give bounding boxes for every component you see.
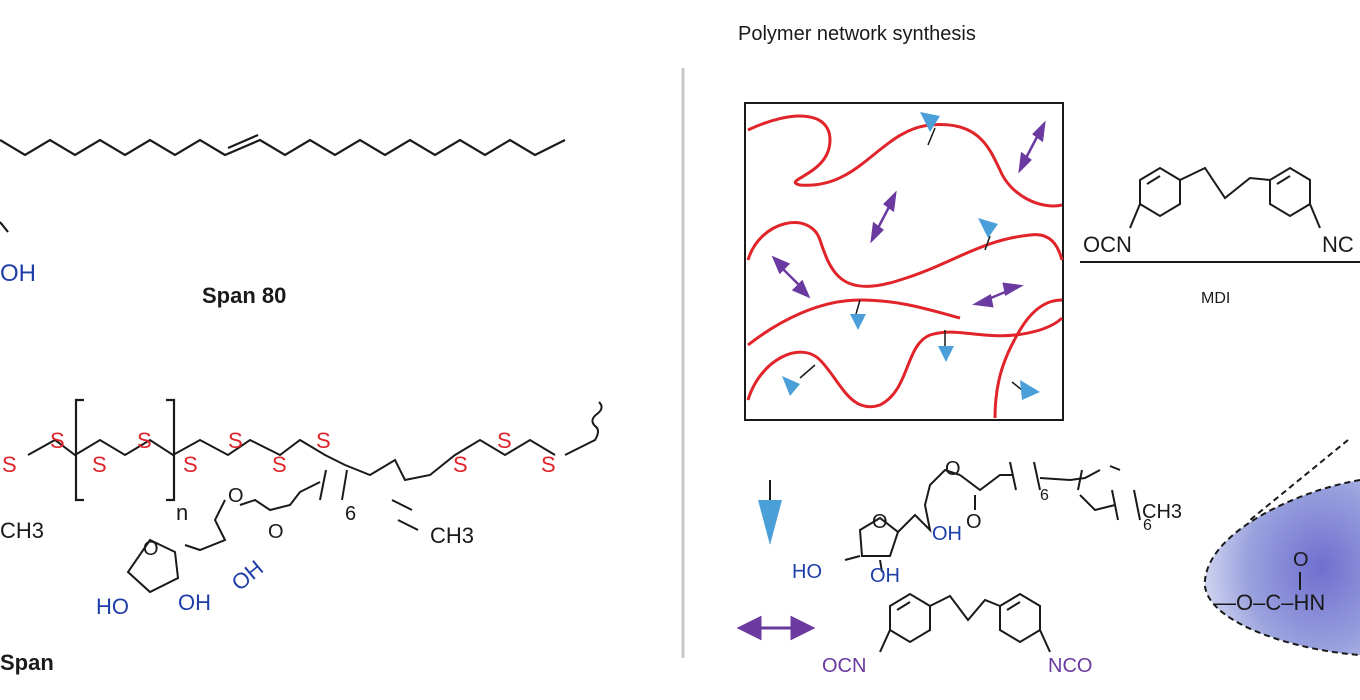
repeat-6-bracket (319, 469, 348, 501)
s-label: S (2, 452, 17, 477)
s-label: S (183, 452, 198, 477)
span-label: Span (0, 650, 54, 675)
wavy-bond-end (564, 401, 603, 456)
legend-subscript-6a: 6 (1040, 487, 1049, 504)
s-label: S (228, 428, 243, 453)
legend-oh-1: OH (932, 523, 962, 545)
legend-carbonyl-o: O (966, 511, 982, 533)
sorbitan-ring (126, 538, 180, 594)
legend-ring-o: O (872, 511, 888, 533)
s-label: S (453, 452, 468, 477)
s-label: S (497, 428, 512, 453)
repeat-7-bracket (391, 499, 419, 531)
s-label: S (137, 428, 152, 453)
polymer-network-box (744, 102, 1064, 421)
urethane-zoom-lines (1249, 439, 1349, 521)
legend-ch3: CH3 (1142, 501, 1182, 523)
mdi-crosslinker-icon (870, 190, 897, 244)
bracket-right (166, 398, 176, 502)
ch3-right-label: CH3 (430, 523, 474, 548)
mdi-label: MDI (1201, 290, 1230, 307)
legend-mdi-icon (736, 615, 816, 641)
legend-span-structure (844, 461, 1141, 573)
legend-ho: HO (792, 561, 822, 583)
mdi-structure (1129, 166, 1321, 229)
urethane-bubble (1203, 479, 1360, 656)
span-crosslinker-icon (920, 112, 940, 146)
subscript-6: 6 (345, 503, 356, 525)
span-crosslinker-icon (850, 299, 866, 330)
ester-o-label: O (228, 485, 244, 507)
page-title: Polymer network synthesis (738, 23, 976, 45)
span-crosslinker-icon (1011, 380, 1040, 400)
ester-carbonyl-o-label: O (268, 521, 284, 543)
oh-label-1: OH (227, 555, 268, 595)
span80-label: Span 80 (202, 283, 286, 308)
s-label: S (272, 452, 287, 477)
mdi-crosslinker-icon (771, 255, 811, 299)
span80-alkyl-chain (0, 138, 566, 157)
oh-label-2: OH (178, 590, 211, 615)
mdi-nco-label: NC (1322, 232, 1354, 257)
legend-ocn-label: OCN (822, 655, 866, 677)
legend-span-icon (758, 480, 782, 545)
legend-mdi-structure (879, 592, 1051, 653)
span-crosslinker-icon (978, 218, 998, 251)
span-crosslinker-icon (938, 330, 954, 362)
bracket-left (74, 398, 84, 502)
ring-o-label: O (143, 538, 159, 560)
legend-subscript-6b: 6 (1143, 517, 1152, 534)
ho-label: HO (96, 594, 129, 619)
mdi-crosslinker-icon (1018, 120, 1046, 174)
ch3-left-label: CH3 (0, 518, 44, 543)
span-crosslinkers (782, 112, 1040, 400)
urethane-carbonyl-o: O (1293, 549, 1309, 571)
polysulfide-backbone (27, 438, 556, 482)
urethane-label: —O–C–HN (1214, 590, 1325, 615)
repeat-n-subscript: n (176, 500, 188, 525)
ester-chain (239, 481, 321, 512)
legend-ester-o: O (945, 458, 961, 480)
span80-stub-bond (0, 221, 9, 233)
mdi-crosslinker-icon (972, 282, 1024, 308)
span80-oh-label: OH (0, 260, 36, 287)
legend-nco-label: NCO (1048, 655, 1092, 677)
span80-double-bond (227, 133, 259, 150)
legend-oh-2: OH (870, 565, 900, 587)
mdi-crosslinkers (771, 120, 1046, 308)
s-label: S (316, 428, 331, 453)
s-label: S (92, 452, 107, 477)
span-crosslinker-icon (782, 364, 816, 396)
s-label: S (541, 452, 556, 477)
sorbitan-side-chain (184, 499, 227, 552)
s-label: S (50, 428, 65, 453)
mdi-ocn-label: OCN (1083, 232, 1132, 257)
